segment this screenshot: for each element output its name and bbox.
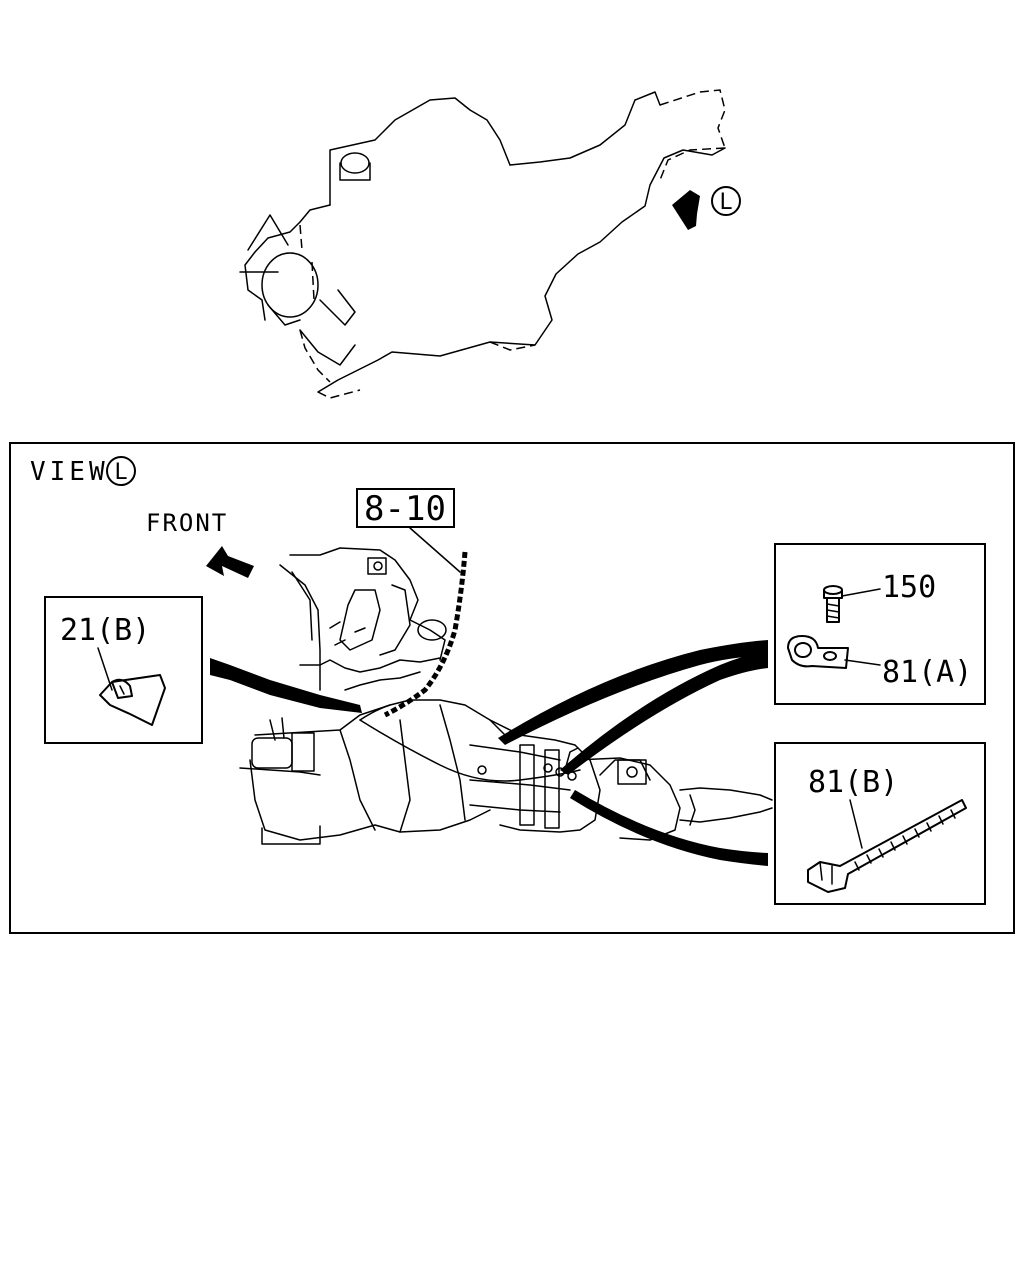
tie-part-label: 81(B)	[808, 765, 898, 800]
bolt-drawing	[823, 585, 881, 623]
view-marker-circle	[106, 456, 136, 486]
view-label: VIEW	[30, 457, 109, 487]
view-marker-top: L	[719, 190, 732, 215]
bolt-part-label: 150	[882, 570, 936, 605]
clip-drawing	[97, 647, 166, 726]
harness-ref-label: 8-10	[364, 489, 446, 529]
view-marker: L	[114, 460, 127, 485]
cable-tie-drawing	[807, 799, 967, 893]
view-direction-arrow	[672, 190, 700, 230]
callout-box-tie	[774, 742, 986, 905]
clamp-drawing	[787, 635, 881, 669]
view-marker-circle-top	[711, 186, 741, 216]
harness-ref-box	[356, 488, 455, 528]
clip-part-label: 21(B)	[60, 613, 150, 648]
transmission-assembly	[239, 547, 773, 845]
engine-overview: L	[239, 89, 741, 399]
clamp-part-label: 81(A)	[882, 655, 972, 690]
callout-box-clamp	[774, 543, 986, 705]
leader-bands	[210, 640, 768, 866]
front-arrow	[206, 546, 254, 578]
front-label: FRONT	[146, 509, 228, 537]
callout-box-clip	[44, 596, 203, 744]
view-frame	[9, 442, 1015, 934]
